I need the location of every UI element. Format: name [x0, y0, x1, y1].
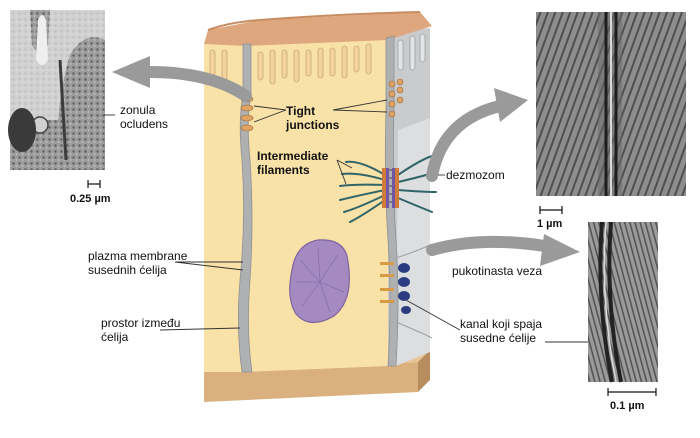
scale-bar-top-right-label: 1 µm — [537, 218, 563, 230]
tight-junction-beads-right — [388, 78, 404, 118]
epithelial-cells — [204, 11, 432, 372]
label-prostor-line1: prostor između — [101, 316, 181, 330]
scale-bar-left-line — [87, 180, 101, 188]
scale-bar-bottom-right-label: 0.1 µm — [610, 400, 645, 412]
scale-bar-top-right-line — [539, 206, 563, 214]
label-zonula-occludens: zonula ocludens — [120, 103, 168, 131]
arrow-to-desmosome-micrograph — [426, 88, 528, 182]
gap-junction-structure — [380, 243, 433, 339]
arrow-to-left-micrograph — [112, 56, 252, 102]
label-zonula-line1: zonula — [120, 103, 156, 117]
label-intermediate-filaments: Intermediate filaments — [257, 149, 328, 177]
label-tight-junctions: Tight junctions — [286, 104, 339, 132]
label-pukotinasta-veza: pukotinasta veza — [452, 264, 543, 278]
label-prostor-izmedju: prostor između ćelija — [101, 316, 180, 344]
desmosome-structure — [339, 155, 437, 223]
label-tight-line1: Tight — [286, 104, 316, 118]
label-tight-line2: junctions — [286, 118, 340, 132]
label-intermediate-line2: filaments — [257, 163, 310, 177]
nucleus — [289, 239, 350, 324]
label-pointer-lines — [104, 99, 588, 343]
label-zonula-line2: ocludens — [120, 117, 169, 131]
scale-bar-bottom-right-line — [607, 388, 657, 396]
label-kanal-line2: susedne ćelije — [460, 331, 537, 345]
label-dezmozom: dezmozom — [446, 168, 505, 182]
scale-bar-left-label: 0.25 µm — [70, 193, 111, 205]
micrograph-gap-junction — [588, 221, 658, 383]
label-plasma-line1: plazma membrane — [88, 249, 188, 263]
label-kanal: kanal koji spaja susedne ćelije — [460, 317, 542, 345]
label-prostor-line2: ćelija — [101, 330, 129, 344]
arrow-to-gap-junction-micrograph — [426, 234, 580, 266]
label-plasma-membrane: plazma membrane susednih ćelija — [88, 249, 187, 277]
micrograph-zonula-occludens — [8, 10, 105, 170]
micrograph-desmosome — [536, 12, 686, 196]
label-plasma-line2: susednih ćelija — [88, 263, 167, 277]
label-kanal-line1: kanal koji spaja — [460, 317, 543, 331]
label-intermediate-line1: Intermediate — [257, 149, 329, 163]
